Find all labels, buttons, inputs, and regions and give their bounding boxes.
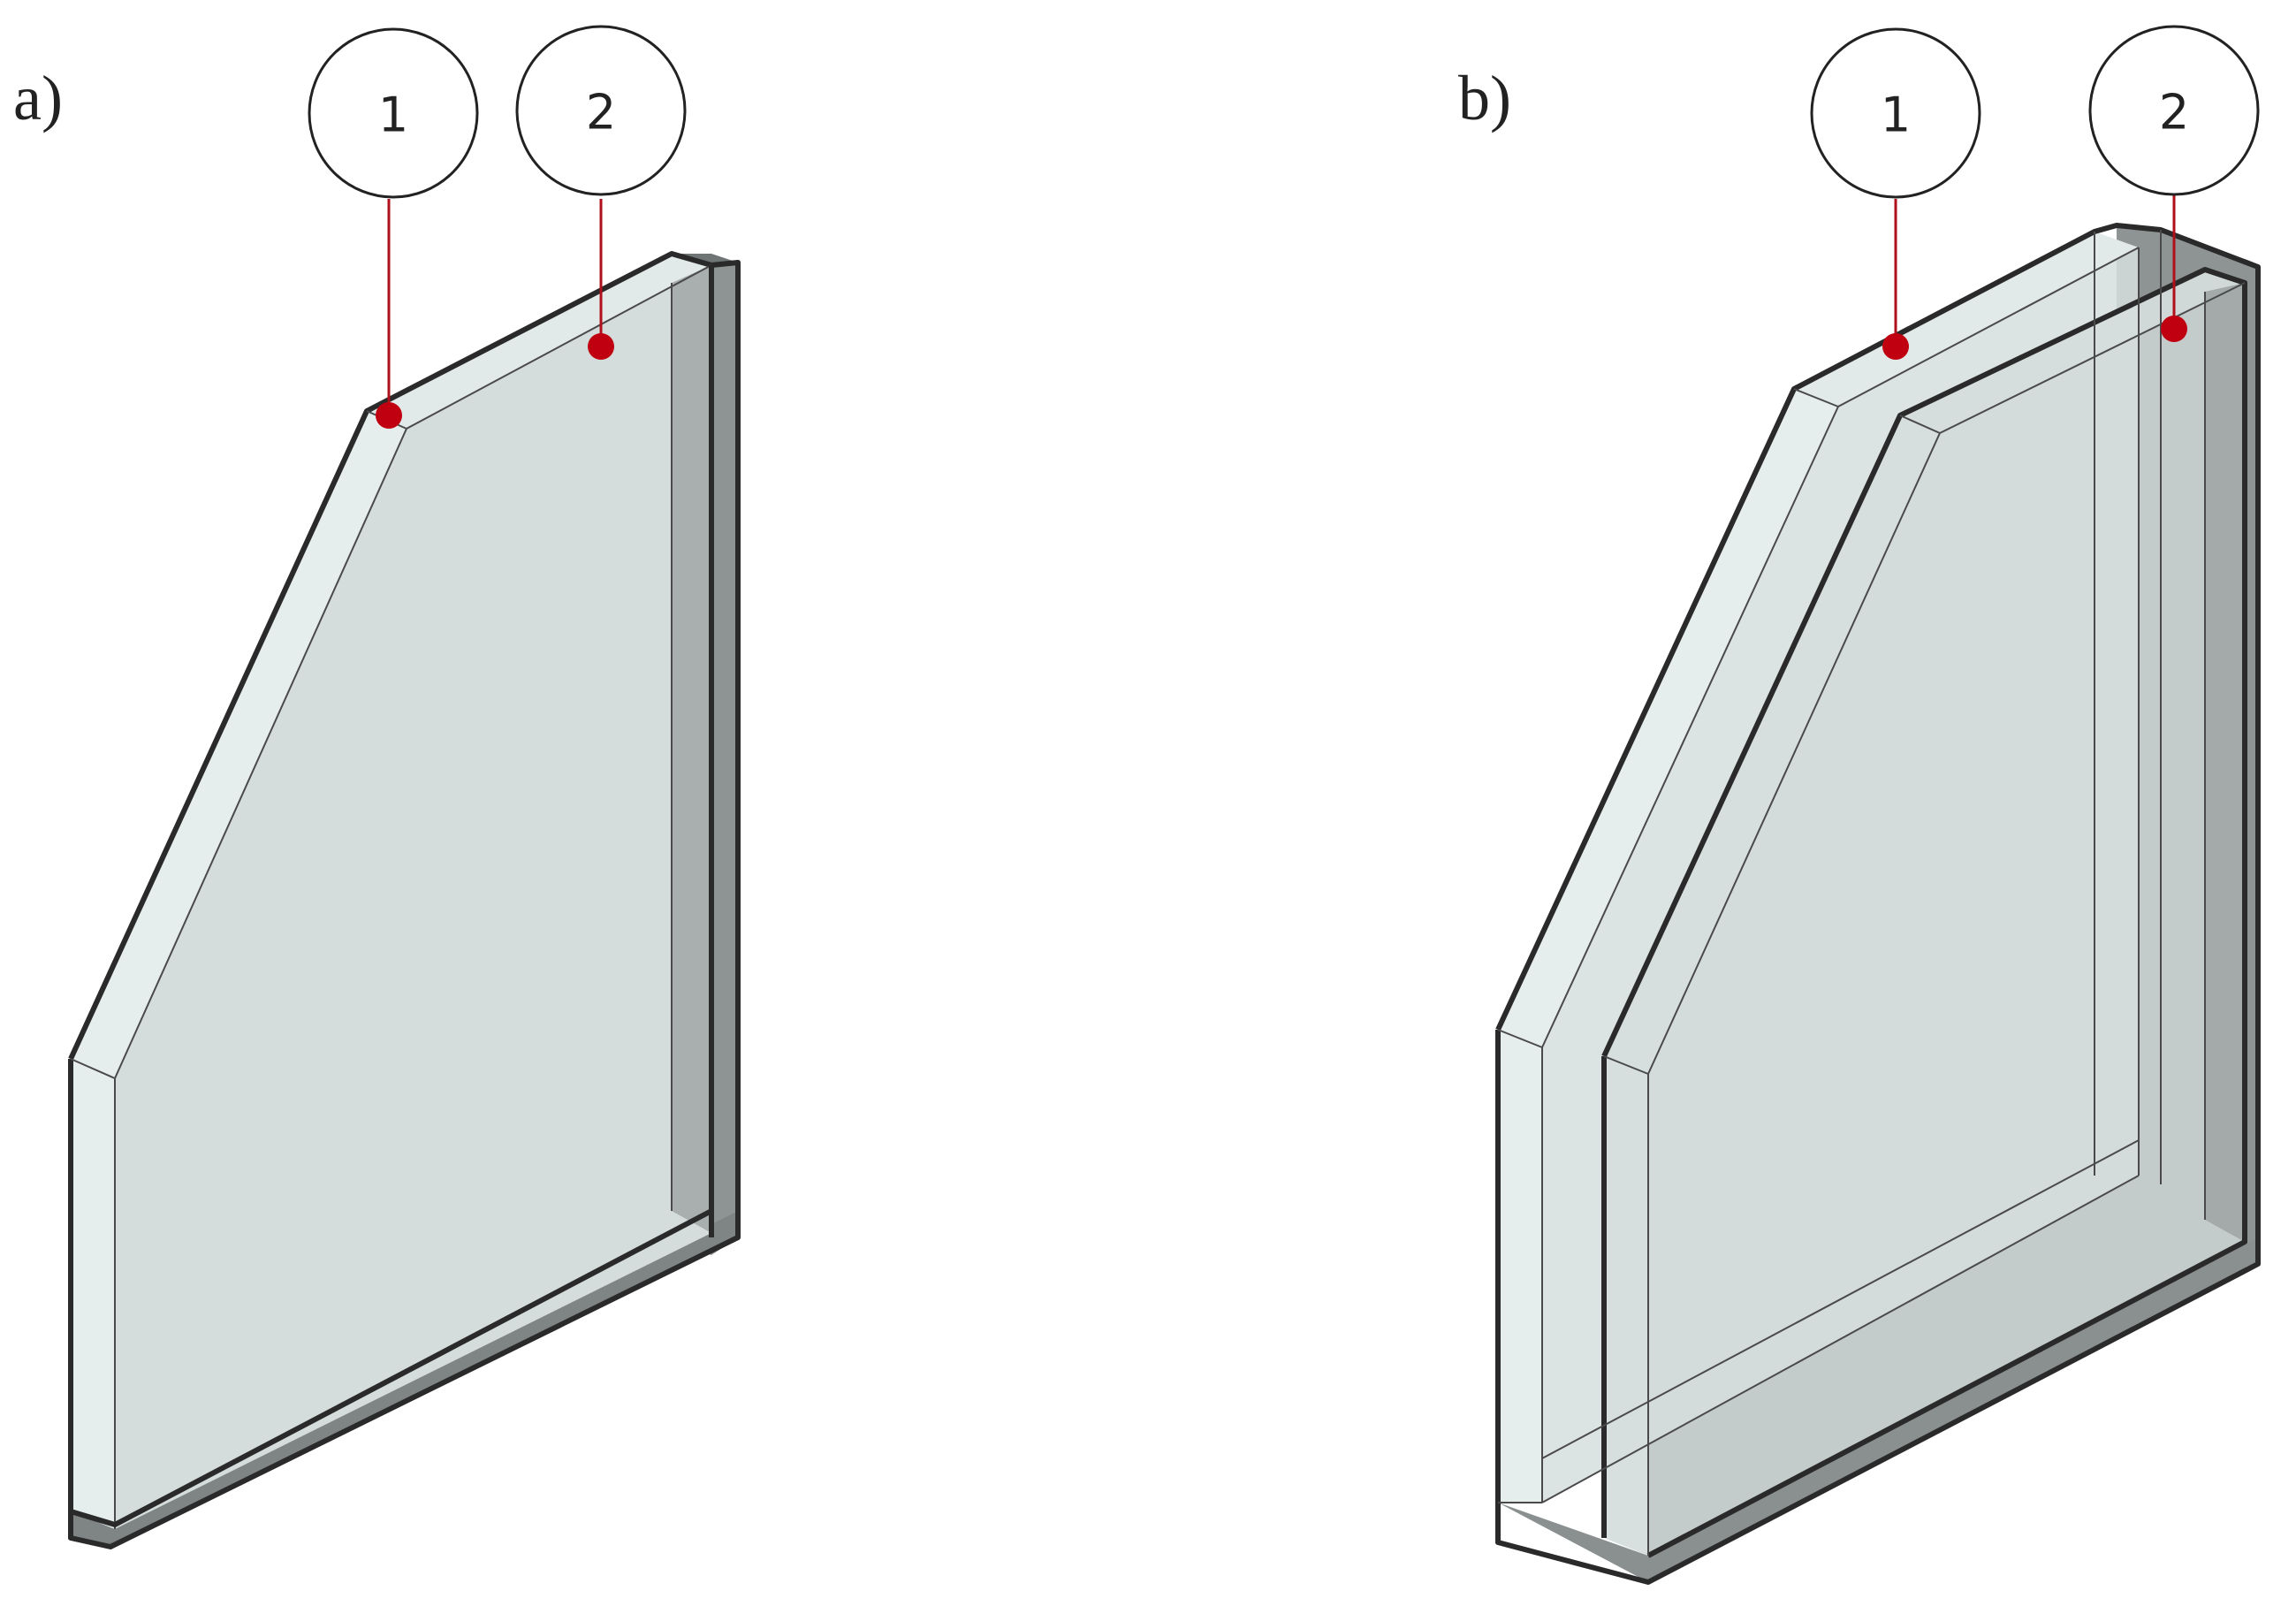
- panel-b-front-corner-low: [1497, 1029, 1543, 1048]
- panel-b-callout-2: 2: [2088, 25, 2260, 342]
- panel-a-glass-face: [115, 265, 711, 1529]
- panel-b-callout-1-number: 1: [1881, 88, 1911, 143]
- panel-a-glass-right-strip: [672, 265, 711, 1233]
- panel-b-front-bottom: [1541, 1175, 2140, 1503]
- panel-b-callout-2-marker: [2161, 316, 2187, 342]
- panel-b-rear-right-strip: [2205, 283, 2245, 1242]
- panel-b-front-top-edge: [1794, 232, 2139, 407]
- panel-b-front-left-edge: [1498, 389, 1838, 1503]
- panel-a-glass-left-edge: [71, 411, 407, 1529]
- panel-b: b): [1458, 25, 2261, 1585]
- panel-b-rear-outline: [1601, 267, 2247, 1558]
- panel-a-callout-1-number: 1: [378, 88, 408, 143]
- panel-b-callout-2-number: 2: [2159, 85, 2189, 141]
- panel-a-callout-2: 2: [515, 25, 687, 360]
- panel-b-label: b): [1458, 63, 1511, 133]
- panel-b-outline-outer: [1495, 223, 2261, 1585]
- panel-a-bottom-edge: [70, 1208, 713, 1527]
- panel-b-rear-corner-low: [1603, 1055, 1649, 1075]
- panel-a-label: a): [13, 63, 63, 133]
- panel-b-callout-1-marker: [1882, 333, 1909, 360]
- panel-a: a) 1 2: [13, 25, 741, 1549]
- panel-a-callout-1-marker: [376, 402, 402, 429]
- panel-a-outline-front: [68, 251, 741, 1549]
- panel-a-callout-2-number: 2: [586, 85, 616, 141]
- panel-a-callout-2-marker: [588, 333, 614, 360]
- panel-b-front-face: [1542, 247, 2139, 1503]
- panel-b-rear-corner: [1899, 415, 1941, 434]
- panel-b-front-corner: [1793, 388, 1839, 407]
- panel-b-front-bottom-inner: [1541, 1139, 2140, 1459]
- panel-a-glass-top-edge: [367, 254, 711, 429]
- panel-a-corner-edge-low: [70, 1058, 116, 1079]
- panel-a-callout-1: 1: [308, 27, 479, 429]
- panel-b-callout-1: 1: [1810, 27, 1981, 360]
